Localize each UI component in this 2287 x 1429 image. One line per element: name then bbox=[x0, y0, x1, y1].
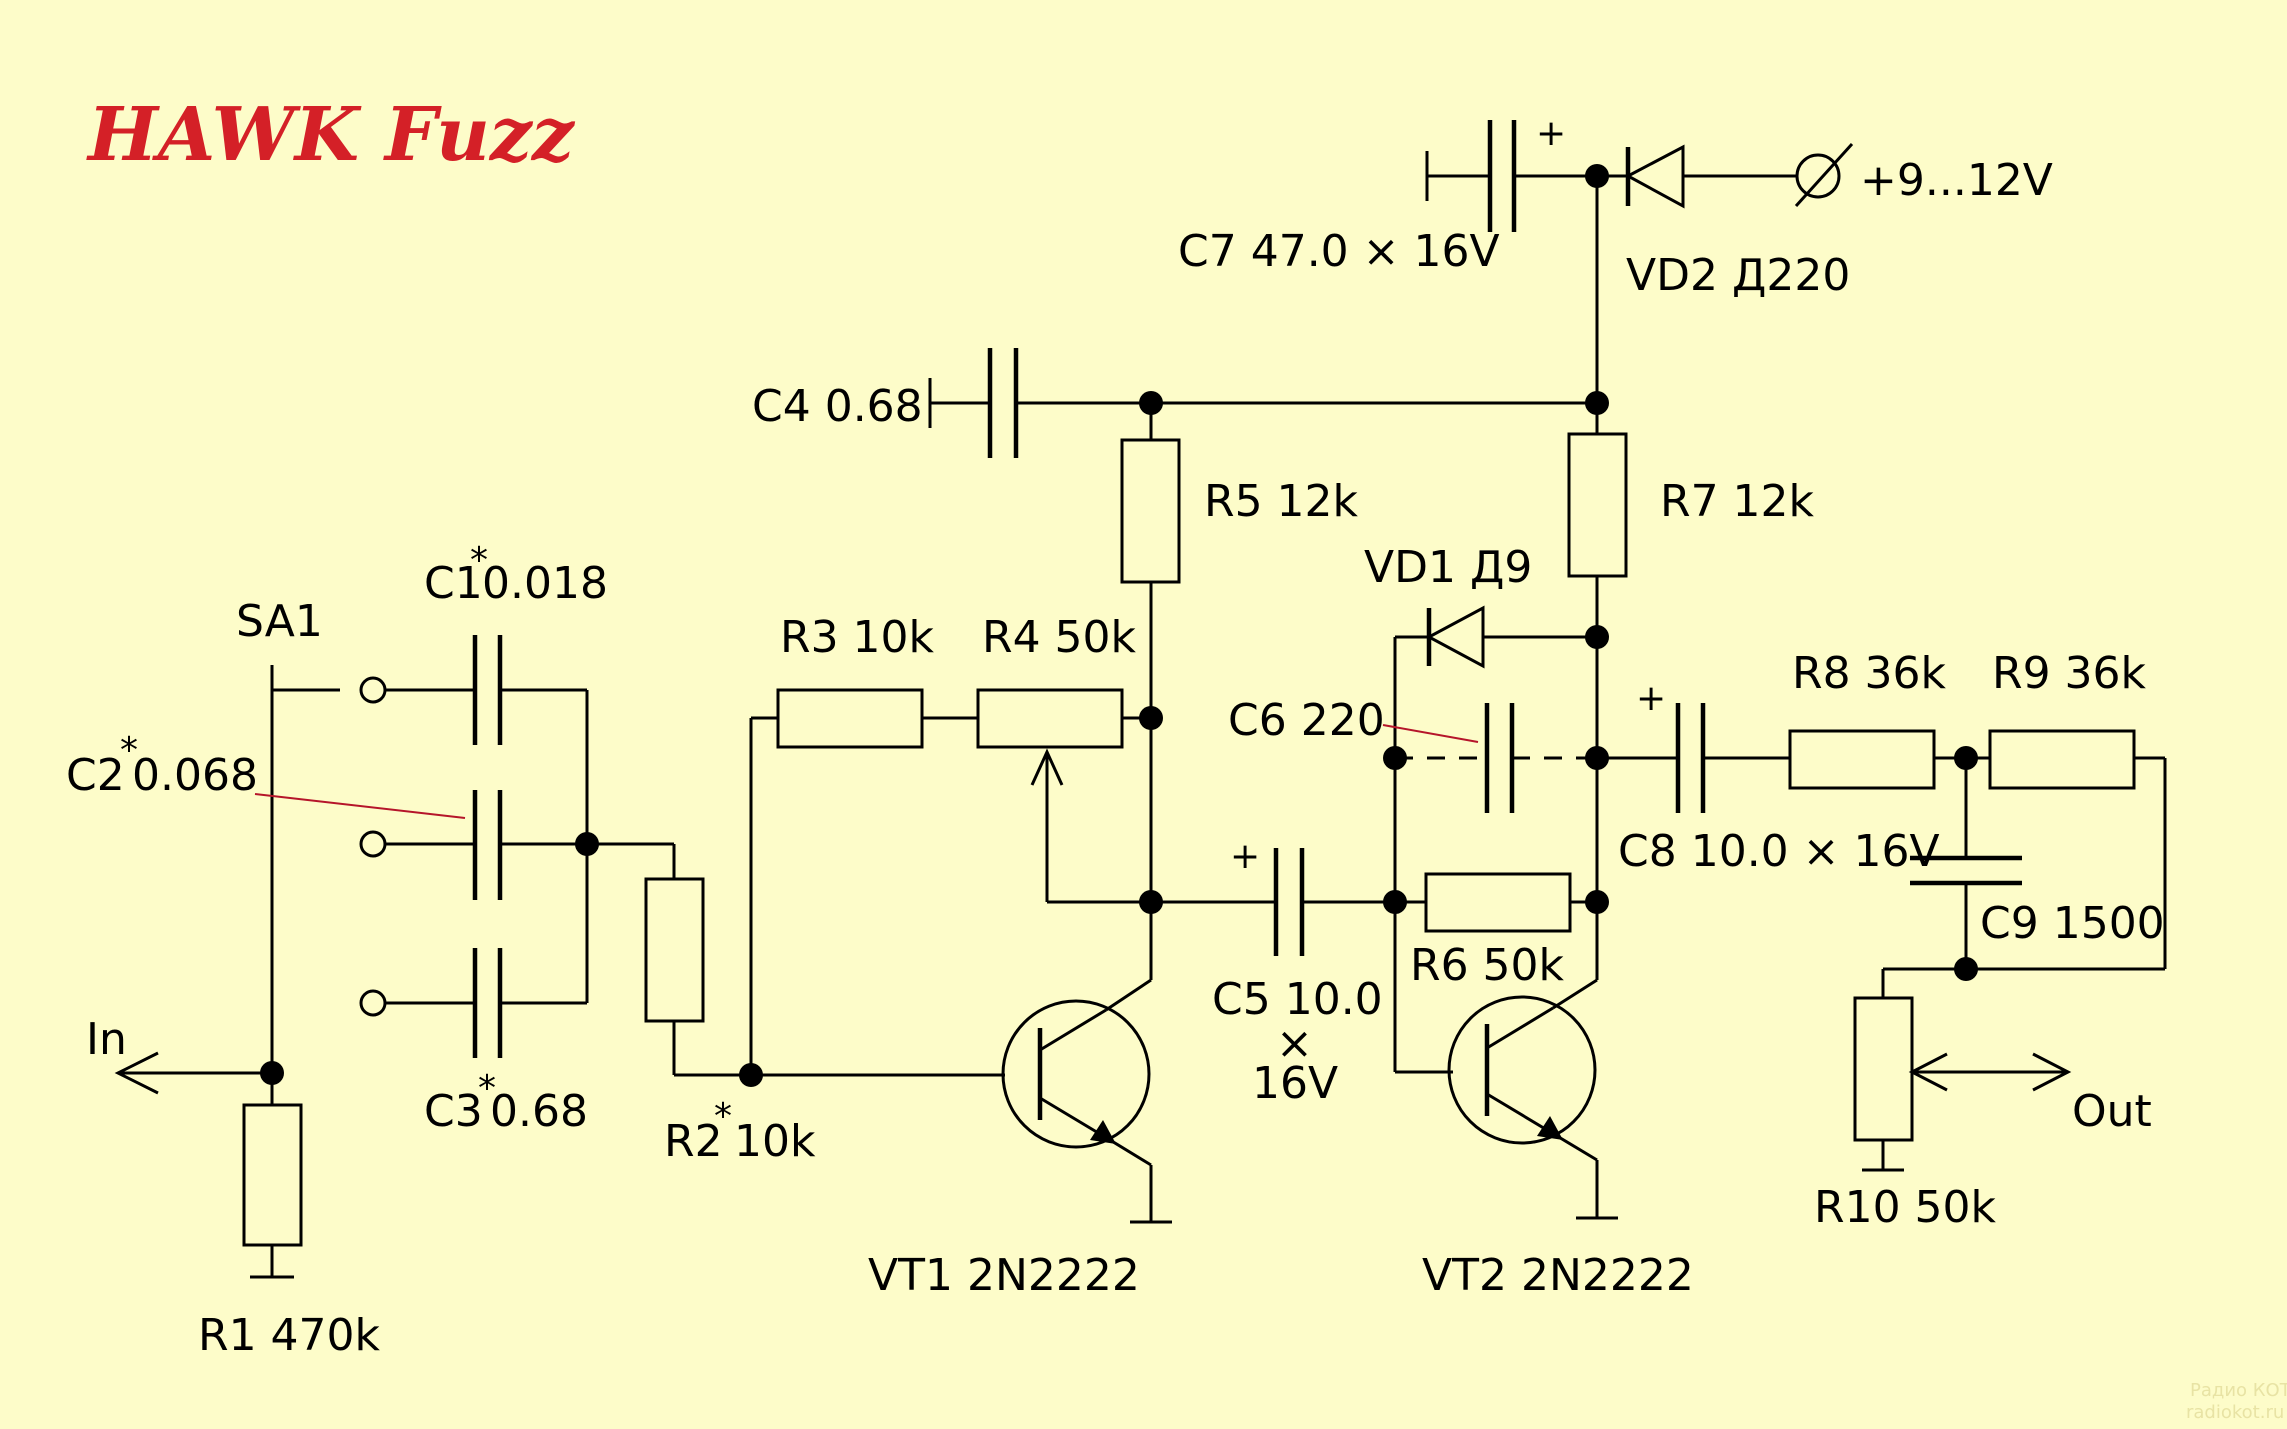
label-r7: R7 12k bbox=[1660, 476, 1815, 527]
label-vt1: VT1 2N2222 bbox=[868, 1250, 1140, 1301]
label-c7: C7 47.0 × 16V bbox=[1178, 226, 1500, 277]
label-c2: C2 bbox=[66, 750, 125, 801]
label-c3-value: 0.68 bbox=[490, 1086, 588, 1137]
label-in: In bbox=[86, 1014, 127, 1065]
label-out: Out bbox=[2072, 1086, 2152, 1137]
label-vt2: VT2 2N2222 bbox=[1422, 1250, 1694, 1301]
input-section bbox=[114, 635, 1005, 1279]
label-r6: R6 50k bbox=[1410, 940, 1565, 991]
c8-plus: + bbox=[1636, 678, 1666, 719]
sa1-contact-1 bbox=[359, 676, 387, 704]
r5-resistor bbox=[1120, 438, 1181, 584]
sa1-contact-3 bbox=[359, 989, 387, 1017]
label-c3: C3 bbox=[424, 1086, 483, 1137]
label-r4: R4 50k bbox=[982, 612, 1137, 663]
label-supply: +9...12V bbox=[1860, 155, 2053, 206]
label-c5-name: C5 10.0 bbox=[1212, 974, 1383, 1025]
vt1-transistor bbox=[1001, 978, 1172, 1224]
sa1-contact-2 bbox=[359, 830, 387, 858]
label-c1-value: 0.018 bbox=[482, 558, 608, 609]
r6-resistor bbox=[1424, 872, 1572, 933]
r1-resistor bbox=[242, 1103, 303, 1247]
label-c2-star: * bbox=[120, 730, 138, 771]
supply-terminal bbox=[1795, 153, 1841, 199]
label-r5: R5 12k bbox=[1204, 476, 1359, 527]
label-r2-value: 10k bbox=[734, 1116, 816, 1167]
stage-2 bbox=[1382, 432, 1628, 1220]
label-r9: R9 36k bbox=[1992, 648, 2147, 699]
label-r8: R8 36k bbox=[1792, 648, 1947, 699]
output-section bbox=[1597, 703, 2167, 1172]
label-r10: R10 50k bbox=[1814, 1182, 1997, 1233]
c5-plus: + bbox=[1230, 836, 1260, 877]
label-vd2: VD2 Д220 bbox=[1626, 250, 1850, 301]
svg-text:Радио КОТ: Радио КОТ bbox=[2190, 1380, 2287, 1401]
svg-text:radiokot.ru: radiokot.ru bbox=[2186, 1402, 2284, 1423]
r7-resistor bbox=[1567, 432, 1628, 578]
label-c2-value: 0.068 bbox=[132, 750, 258, 801]
label-c9: C9 1500 bbox=[1980, 898, 2165, 949]
c7-plus: + bbox=[1536, 113, 1566, 154]
label-r3: R3 10k bbox=[780, 612, 935, 663]
stage-1 bbox=[749, 348, 1597, 1224]
label-c5-times: × bbox=[1276, 1018, 1313, 1069]
label-vd1: VD1 Д9 bbox=[1364, 542, 1532, 593]
label-c1-star: * bbox=[470, 540, 488, 581]
vt2-transistor bbox=[1447, 978, 1618, 1220]
diagram-title: HAWK Fuzz bbox=[86, 92, 576, 178]
label-c4: C4 0.68 bbox=[752, 381, 923, 432]
watermark: Радио КОТ radiokot.ru bbox=[2186, 1380, 2287, 1423]
label-c8: C8 10.0 × 16V bbox=[1618, 826, 1940, 877]
label-c5-voltage: 16V bbox=[1252, 1058, 1338, 1109]
r8-resistor bbox=[1788, 729, 1936, 790]
r2-resistor bbox=[644, 877, 705, 1023]
label-c3-star: * bbox=[478, 1068, 496, 1109]
r9-resistor bbox=[1988, 729, 2136, 790]
label-r2: R2 bbox=[664, 1116, 723, 1167]
r3-resistor bbox=[776, 688, 924, 749]
power-section bbox=[1425, 120, 1854, 434]
label-r1: R1 470k bbox=[198, 1310, 381, 1361]
r10-potentiometer bbox=[1853, 996, 1914, 1142]
label-c1: C1 bbox=[424, 558, 483, 609]
component-labels: SA1 C1 * 0.018 C2 * 0.068 C3 * 0.68 In R… bbox=[66, 113, 2165, 1361]
label-c6: C6 220 bbox=[1228, 695, 1385, 746]
label-r2-star: * bbox=[714, 1096, 732, 1137]
r4-potentiometer bbox=[976, 688, 1124, 749]
label-sa1: SA1 bbox=[236, 596, 323, 647]
